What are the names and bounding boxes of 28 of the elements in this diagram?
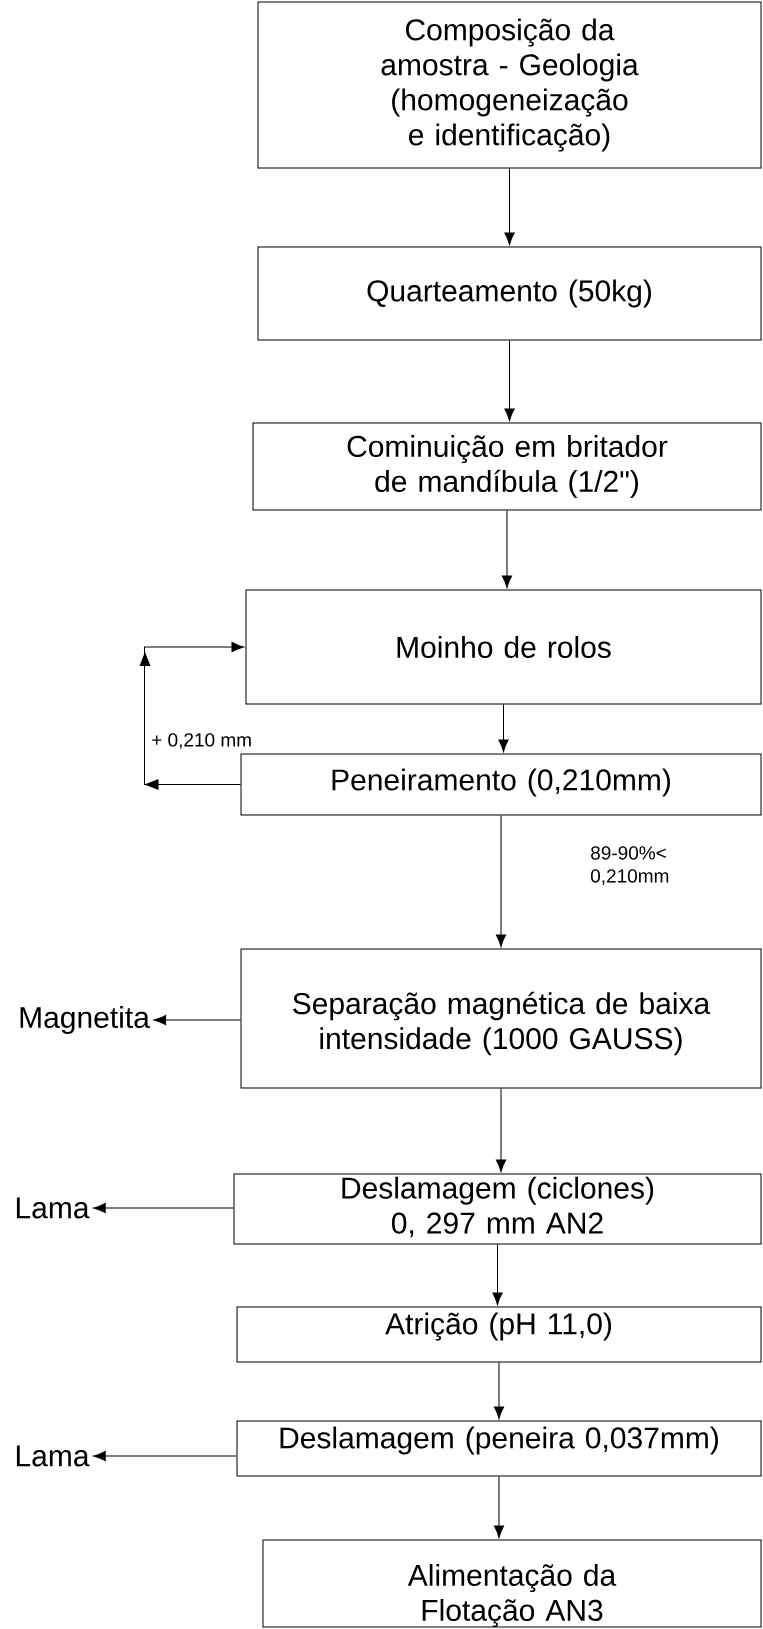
arrow bbox=[153, 1014, 241, 1026]
process-box: Alimentação da Flotação AN3 bbox=[262, 1539, 762, 1628]
process-box: Deslamagem (ciclones) 0, 297 mm AN2 bbox=[233, 1173, 762, 1245]
arrow bbox=[501, 510, 513, 589]
process-box: Cominuição em britador de mandíbula (1/2") bbox=[252, 422, 762, 511]
arrow bbox=[504, 340, 515, 422]
arrow bbox=[492, 1244, 503, 1306]
arrow bbox=[493, 1476, 505, 1539]
arrow bbox=[504, 168, 515, 246]
process-box: Atrição (pH 11,0) bbox=[236, 1306, 762, 1363]
edge-label: + 0,210 mm bbox=[152, 733, 251, 749]
process-box: Composição da amostra - Geologia (homogeneização e identificação) bbox=[257, 1, 762, 169]
arrow bbox=[493, 1362, 505, 1420]
process-box: Deslamagem (peneira 0,037mm) bbox=[236, 1420, 762, 1477]
arrow bbox=[495, 1088, 507, 1173]
output-label: Magnetita bbox=[20, 1006, 150, 1034]
process-box: Separação magnética de baixa intensidade (1000 GAUSS) bbox=[240, 948, 762, 1089]
output-label: Lama bbox=[16, 1197, 90, 1219]
process-box: Quarteamento (50kg) bbox=[257, 246, 762, 341]
arrow bbox=[498, 704, 509, 753]
output-label: Lama bbox=[16, 1445, 90, 1467]
arrow bbox=[93, 1202, 234, 1214]
arrow bbox=[495, 815, 507, 948]
process-box: Moinho de rolos bbox=[245, 589, 762, 705]
arrow bbox=[93, 1450, 237, 1462]
process-box: Peneiramento (0,210mm) bbox=[240, 753, 762, 816]
arrow bbox=[139, 641, 245, 790]
note-label: 89-90%< 0,210mm bbox=[590, 846, 669, 885]
